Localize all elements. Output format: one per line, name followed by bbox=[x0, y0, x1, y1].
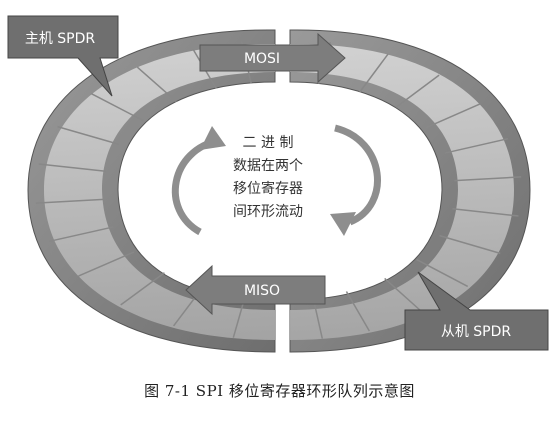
left-cell-divider-9 bbox=[136, 66, 177, 103]
right-cell-divider-2 bbox=[395, 74, 440, 108]
right-cell-divider-9 bbox=[384, 277, 424, 314]
slave-spdr-callout: 从机 SPDR bbox=[404, 271, 549, 351]
left-cell-divider-5 bbox=[35, 198, 104, 204]
right-circular-arrowhead bbox=[330, 212, 356, 236]
mosi-arrow: MOSI bbox=[199, 32, 346, 84]
slave-spdr-label: 从机 SPDR bbox=[441, 324, 512, 340]
right-circular-arrow bbox=[334, 124, 381, 226]
master-spdr-label: 主机 SPDR bbox=[25, 31, 96, 47]
center-line-3: 移位寄存器 bbox=[233, 180, 303, 197]
right-cell-divider-8 bbox=[416, 258, 469, 288]
left-cell-divider-8 bbox=[90, 92, 144, 122]
miso-arrow: MISO bbox=[185, 264, 326, 316]
left-cell-divider-4 bbox=[49, 226, 114, 243]
right-cell-divider-3 bbox=[424, 103, 481, 129]
left-circular-arrowhead bbox=[200, 126, 226, 150]
right-cell-divider-10 bbox=[345, 291, 370, 332]
center-line-2: 数据在两个 bbox=[233, 158, 303, 174]
mosi-label: MOSI bbox=[244, 51, 280, 67]
figure-caption: 图 7-1 SPI 移位寄存器环形队列示意图 bbox=[144, 382, 415, 400]
right-cell-divider-6 bbox=[452, 208, 519, 217]
miso-label: MISO bbox=[244, 283, 280, 299]
center-text-block: 二 进 制 数据在两个 移位寄存器 间环形流动 bbox=[233, 135, 303, 220]
left-cell-divider-7 bbox=[57, 125, 120, 146]
left-cell-divider-2 bbox=[120, 272, 165, 306]
center-line-1: 二 进 制 bbox=[243, 135, 294, 151]
right-cell-divider-7 bbox=[439, 234, 501, 255]
left-cell-divider-6 bbox=[38, 163, 106, 172]
center-line-4: 间环形流动 bbox=[233, 204, 303, 220]
master-spdr-callout: 主机 SPDR bbox=[7, 15, 119, 97]
circular-flow-arrows bbox=[171, 124, 381, 236]
right-cell-divider-1 bbox=[359, 53, 389, 93]
left-cell-divider-3 bbox=[78, 251, 135, 277]
right-cell-divider-5 bbox=[454, 176, 522, 182]
right-cell-divider-4 bbox=[444, 137, 509, 154]
